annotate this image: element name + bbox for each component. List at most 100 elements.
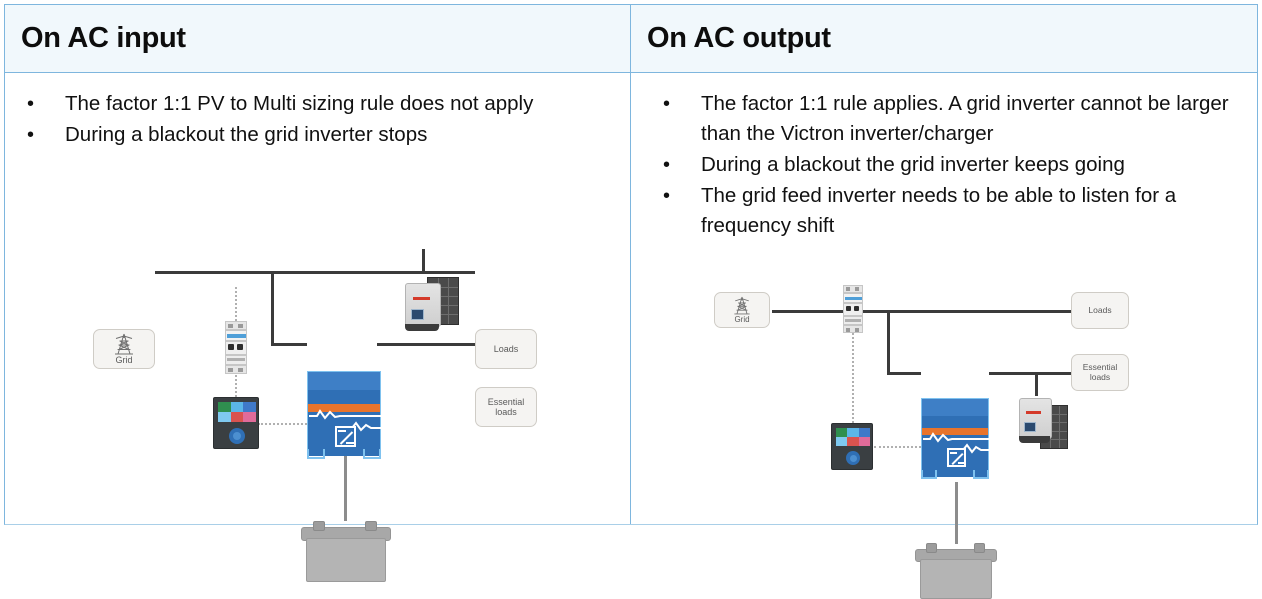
battery-icon <box>301 519 391 582</box>
grid-pylon-icon <box>734 296 750 315</box>
battery-body <box>920 559 992 599</box>
gx-display-knob <box>229 428 245 444</box>
bullet-glyph-icon: • <box>663 154 671 176</box>
wire-multi-to-battery <box>344 455 347 521</box>
energy-meter-icon <box>225 321 247 377</box>
header-cell-ac-output: On AC output <box>631 5 1257 73</box>
diagram-ac-output: Grid <box>631 73 1258 599</box>
node-loads-label: Loads <box>493 343 519 354</box>
energy-meter-icon <box>843 285 863 335</box>
node-grid: Grid <box>714 292 770 328</box>
two-column-table: On AC input • The factor 1:1 PV to Multi… <box>4 4 1258 599</box>
bullet-glyph-icon: • <box>663 93 671 115</box>
node-grid-label: Grid <box>734 314 750 324</box>
bullet-glyph-icon: • <box>663 185 671 207</box>
grid-tie-pv-inverter-icon <box>1017 395 1071 451</box>
multi-mounting-bracket-left <box>307 449 325 459</box>
pv-inverter-logo-icon <box>413 297 430 300</box>
wire-drop-to-multi-acin <box>887 372 921 375</box>
wire-pv-inverter-drop <box>1035 372 1038 396</box>
wire-bus-drop <box>887 310 890 374</box>
wire-drop-to-multi-acin <box>271 343 307 346</box>
pv-inverter-logo-icon <box>1026 411 1041 414</box>
page-title-ac-output: On AC output <box>647 22 831 54</box>
node-loads-label: Loads <box>1088 304 1112 315</box>
bullet-text: During a blackout the grid inverter stop… <box>65 123 428 146</box>
wire-pv-inverter-drop <box>422 249 425 273</box>
bullet-glyph-icon: • <box>27 124 35 146</box>
gx-display-knob <box>846 451 860 465</box>
node-essential-loads-label-line2: loads <box>1089 371 1111 382</box>
multi-mounting-bracket-right <box>363 449 381 459</box>
multi-mounting-bracket-left <box>921 470 937 479</box>
wire-multi-acout-to-essential <box>377 343 475 346</box>
list-item: • During a blackout the grid inverter ke… <box>655 150 1239 180</box>
diagram-ac-input: Grid <box>5 73 632 582</box>
comms-link-gx-to-multi <box>874 446 921 448</box>
list-item: • The factor 1:1 PV to Multi sizing rule… <box>19 89 612 119</box>
pv-inverter-base <box>1019 436 1050 443</box>
slide-root: On AC input • The factor 1:1 PV to Multi… <box>4 4 1258 599</box>
gx-display-screen <box>836 428 870 446</box>
multi-mounting-bracket-right <box>973 470 989 479</box>
pv-inverter-display-icon <box>411 309 424 320</box>
body-cell-ac-output: • The factor 1:1 rule applies. A grid in… <box>631 73 1258 599</box>
multiplus-inverter-charger-icon <box>307 371 382 456</box>
multi-band-mid <box>922 416 988 428</box>
multi-band-accent <box>308 404 380 412</box>
pv-inverter-display-icon <box>1024 422 1036 432</box>
pv-inverter-case <box>1019 398 1052 439</box>
battery-terminal-positive <box>926 543 937 553</box>
battery-icon <box>915 542 997 599</box>
multiplus-inverter-charger-icon <box>921 398 990 477</box>
node-essential-loads-label-line1: Essential <box>487 396 525 407</box>
wire-grid-to-bus <box>772 310 1071 313</box>
pv-inverter-case <box>405 283 441 327</box>
multi-band-mid <box>308 390 380 404</box>
pv-inverter-base <box>405 324 439 331</box>
header-cell-ac-input: On AC input <box>5 5 630 73</box>
multi-inverter-symbol-icon <box>947 448 966 467</box>
column-on-ac-input: On AC input • The factor 1:1 PV to Multi… <box>5 5 632 582</box>
gx-display-icon <box>831 423 873 470</box>
battery-body <box>306 538 386 582</box>
battery-terminal-positive <box>313 521 325 531</box>
bullet-glyph-icon: • <box>27 93 35 115</box>
wire-bus-drop <box>271 271 274 345</box>
comms-link-gx-to-multi <box>258 423 307 425</box>
bullet-list-ac-output: • The factor 1:1 rule applies. A grid in… <box>631 73 1257 241</box>
node-loads: Loads <box>475 329 537 369</box>
grid-pylon-icon <box>115 333 133 355</box>
node-essential-loads-label-line2: loads <box>495 407 517 417</box>
gx-display-screen <box>218 402 256 422</box>
node-essential-loads-label-line1: Essential <box>1082 361 1118 372</box>
wire-multi-to-battery <box>955 482 958 544</box>
node-essential-loads: Essential loads <box>1071 354 1129 391</box>
bullet-text: The grid feed inverter needs to be able … <box>701 184 1177 237</box>
node-grid-label: Grid <box>115 354 133 365</box>
wire-multi-acout-to-essential <box>989 372 1071 375</box>
list-item: • The factor 1:1 rule applies. A grid in… <box>655 89 1239 149</box>
node-essential-loads: Essential loads <box>475 387 537 427</box>
bullet-text: During a blackout the grid inverter keep… <box>701 153 1125 176</box>
bullet-list-ac-input: • The factor 1:1 PV to Multi sizing rule… <box>5 73 630 150</box>
multi-band-accent <box>922 428 988 435</box>
list-item: • The grid feed inverter needs to be abl… <box>655 181 1239 241</box>
bullet-text: The factor 1:1 PV to Multi sizing rule d… <box>65 92 534 115</box>
node-loads: Loads <box>1071 292 1129 329</box>
multi-band-top <box>308 372 380 390</box>
node-grid: Grid <box>93 329 155 369</box>
page-title-ac-input: On AC input <box>21 22 186 54</box>
multi-band-top <box>922 399 988 416</box>
grid-tie-pv-inverter-icon <box>403 275 461 333</box>
battery-terminal-negative <box>365 521 377 531</box>
body-cell-ac-input: • The factor 1:1 PV to Multi sizing rule… <box>5 73 632 582</box>
comms-link-meter-to-gx <box>852 325 854 423</box>
wire-grid-to-bus <box>155 271 475 274</box>
bullet-text: The factor 1:1 rule applies. A grid inve… <box>701 92 1229 145</box>
multi-inverter-symbol-icon <box>335 426 356 447</box>
battery-terminal-negative <box>974 543 985 553</box>
gx-display-icon <box>213 397 259 449</box>
list-item: • During a blackout the grid inverter st… <box>19 120 612 150</box>
column-on-ac-output: On AC output • The factor 1:1 rule appli… <box>631 5 1258 599</box>
